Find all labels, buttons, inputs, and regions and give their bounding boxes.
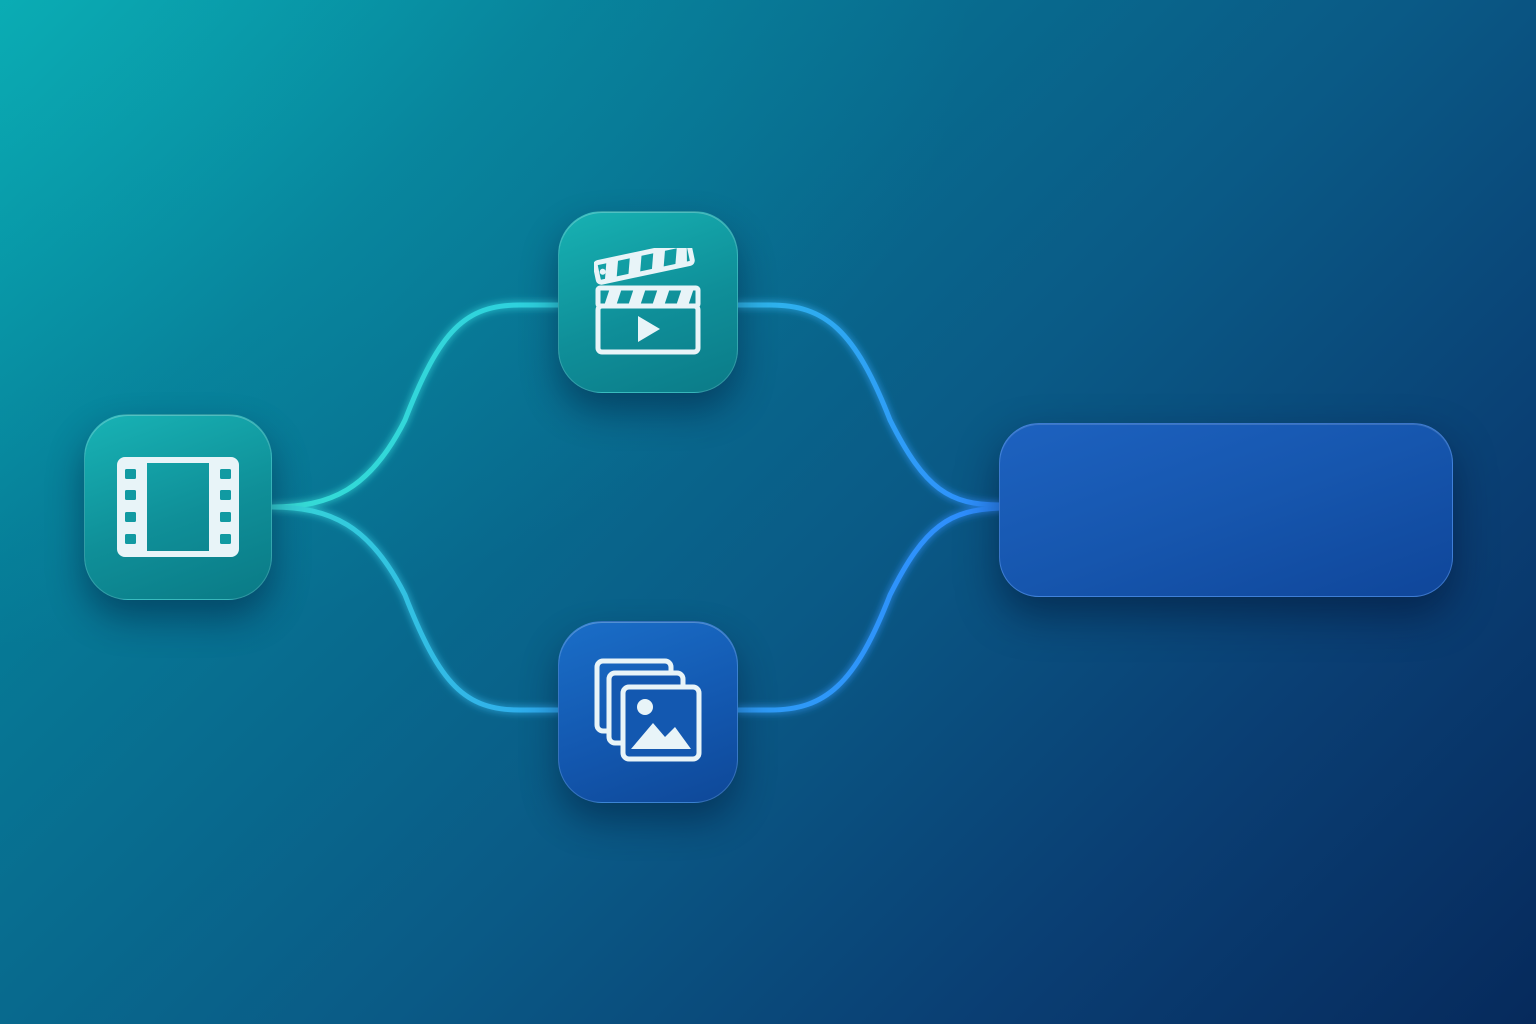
clapperboard-icon: [594, 248, 702, 356]
edge-source-to-video: [269, 302, 561, 510]
images-node[interactable]: [558, 621, 738, 803]
source-node[interactable]: [84, 414, 272, 600]
film-strip-icon: [117, 457, 239, 557]
video-node[interactable]: [558, 211, 738, 393]
edge-source-to-images: [269, 504, 561, 713]
image-stack-icon: [593, 657, 703, 767]
edge-video-to-output: [735, 302, 1003, 508]
output-node[interactable]: [999, 423, 1453, 597]
edge-images-to-output: [735, 505, 1003, 713]
